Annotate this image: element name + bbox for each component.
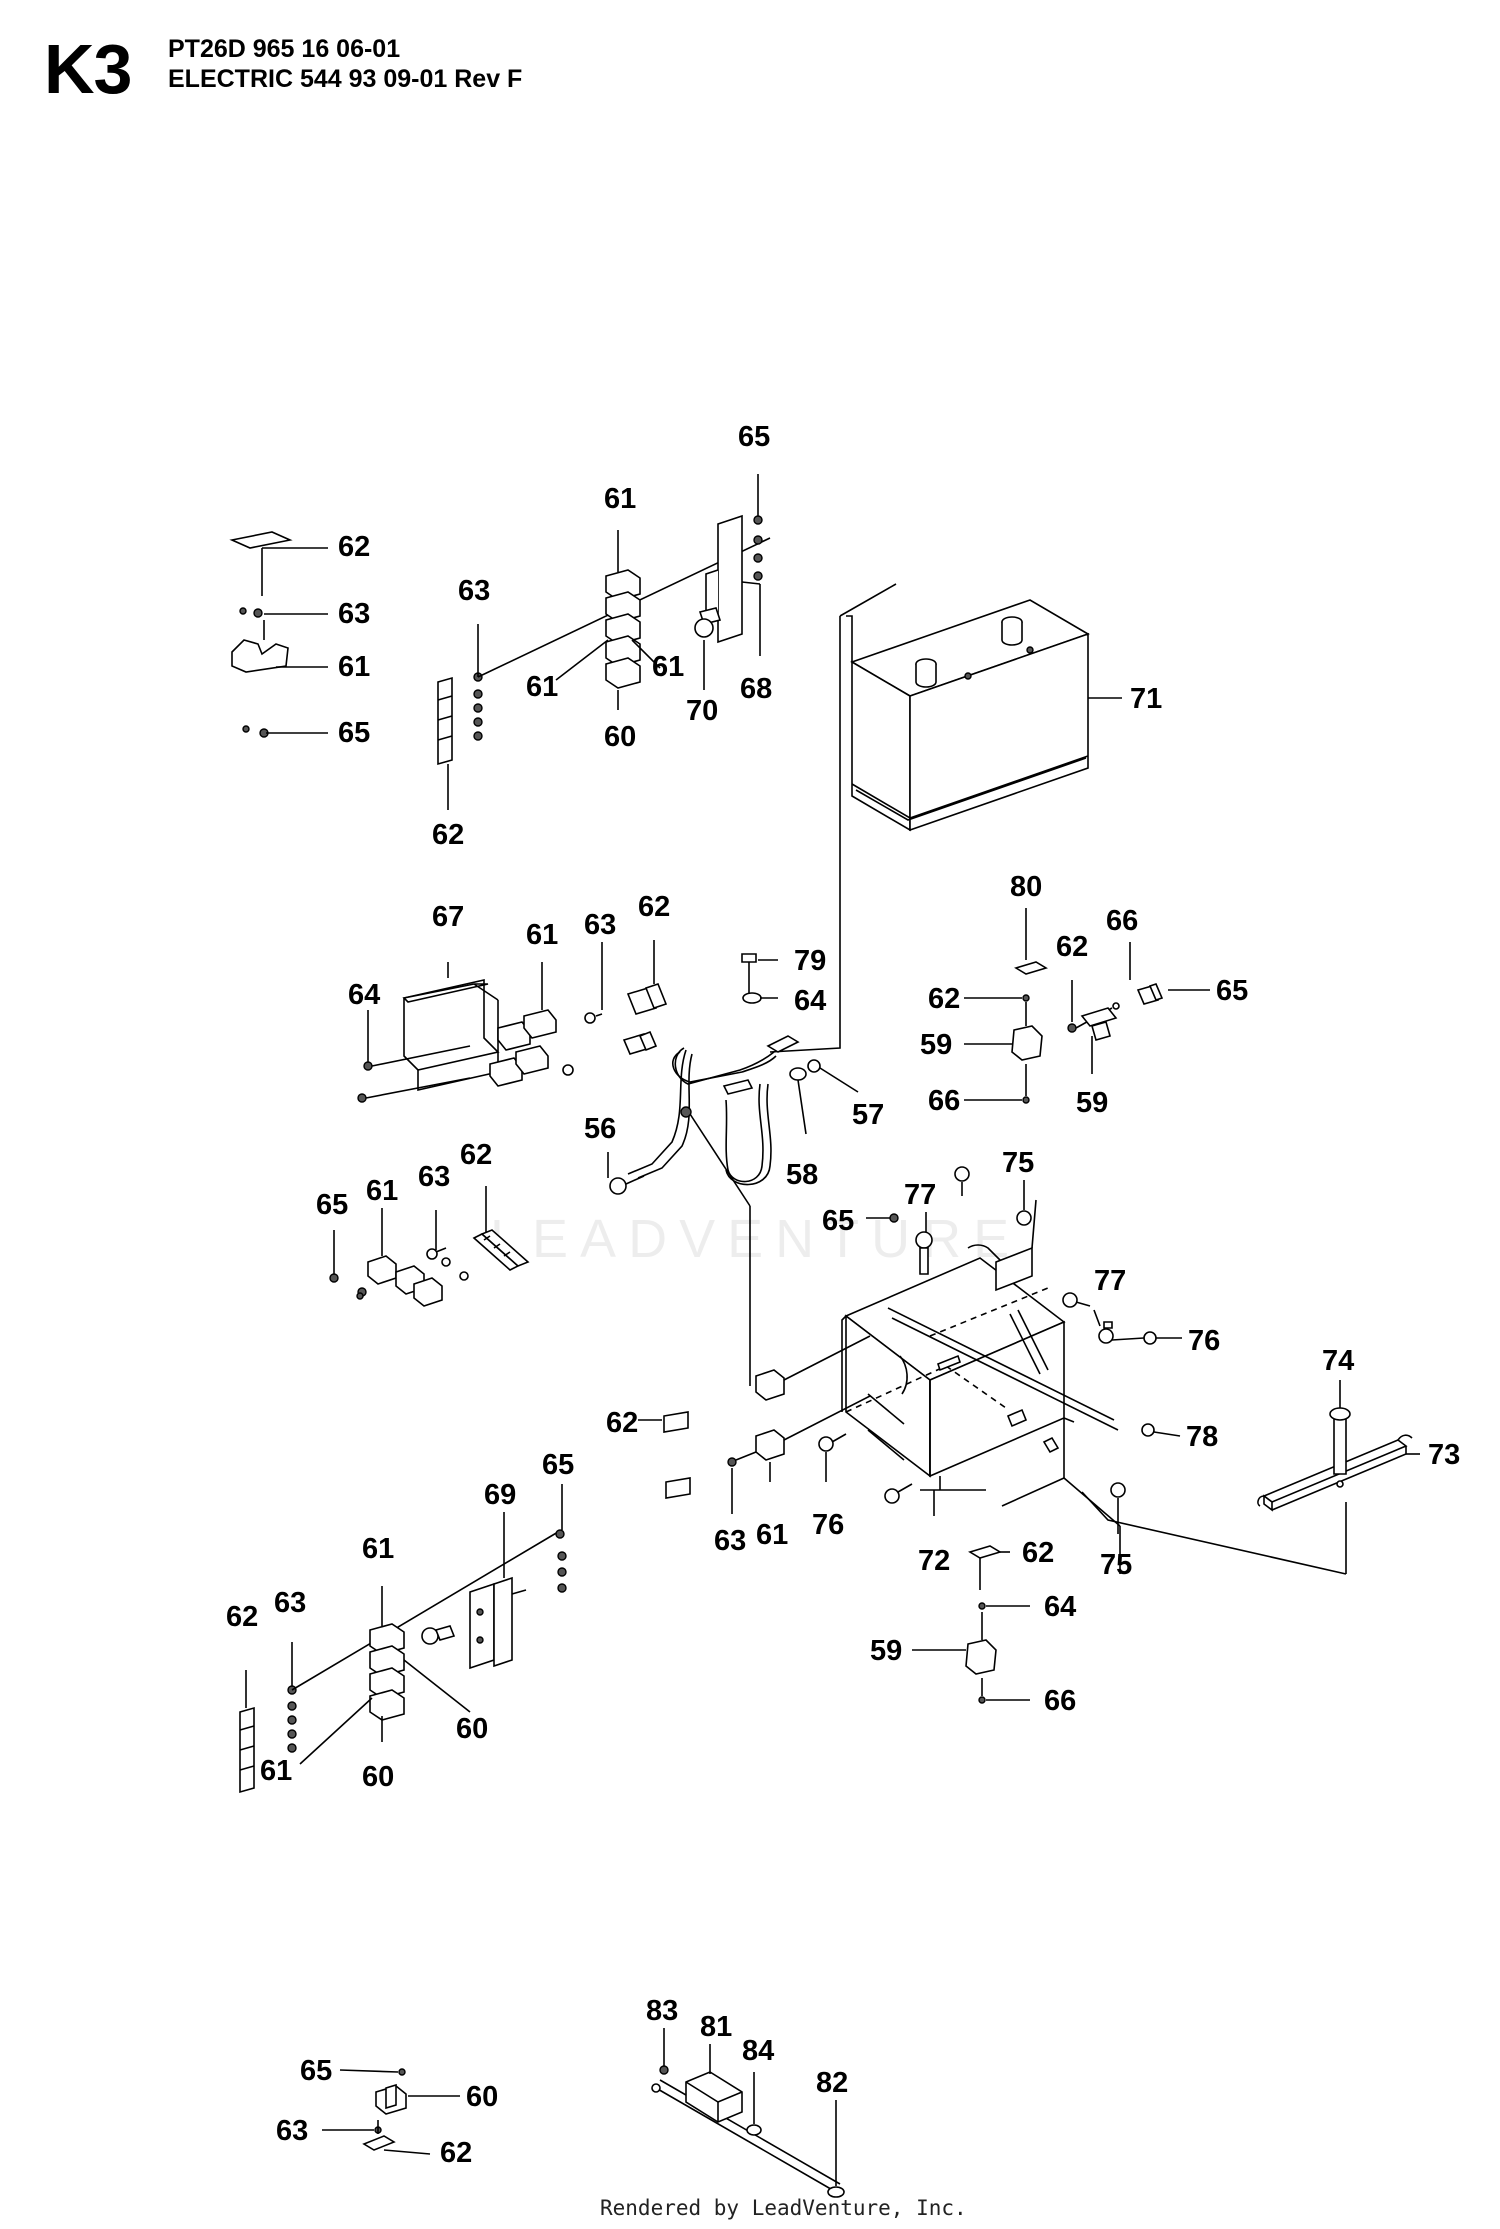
battery-cables (607, 953, 859, 1386)
callout: 65 (822, 1205, 854, 1237)
callout: 75 (1002, 1147, 1034, 1179)
callout: 61 (756, 1519, 788, 1551)
callout: 72 (918, 1545, 950, 1577)
callout: 78 (1186, 1421, 1218, 1453)
callout: 60 (362, 1761, 394, 1793)
callout: 57 (852, 1099, 884, 1131)
footer-credit: Rendered by LeadVenture, Inc. (600, 2196, 967, 2220)
callout: 63 (714, 1525, 746, 1557)
callout: 61 (526, 919, 558, 951)
assembly-line: ELECTRIC 544 93 09-01 Rev F (168, 65, 523, 93)
callout: 76 (1188, 1325, 1220, 1357)
callout: 62 (460, 1139, 492, 1171)
harness-bracket-assembly-lower (239, 1484, 567, 1794)
callout: 59 (870, 1635, 902, 1667)
callout: 65 (338, 717, 370, 749)
callout: 61 (652, 651, 684, 683)
callout: 81 (700, 2011, 732, 2043)
callout: 65 (316, 1189, 348, 1221)
bracket-68 (717, 514, 743, 644)
callout: 66 (928, 1085, 960, 1117)
callout: 61 (338, 651, 370, 683)
clip-assembly-bottom (322, 2068, 460, 2155)
callout: 65 (542, 1449, 574, 1481)
callout: 63 (418, 1161, 450, 1193)
callout: 64 (794, 985, 826, 1017)
callout: 69 (484, 1479, 516, 1511)
callout: 66 (1106, 905, 1138, 937)
callout: 70 (686, 695, 718, 727)
callout: 62 (338, 531, 370, 563)
callout: 63 (584, 909, 616, 941)
callout: 76 (812, 1509, 844, 1541)
callout: 67 (432, 901, 464, 933)
callout: 63 (276, 2115, 308, 2147)
callout: 62 (1056, 931, 1088, 963)
callout: 82 (816, 2067, 848, 2099)
battery-tray-72 (818, 1166, 1182, 1574)
callout: 64 (1044, 1591, 1076, 1623)
callout: 61 (260, 1755, 292, 1787)
callout: 62 (1022, 1537, 1054, 1569)
callout: 60 (456, 1713, 488, 1745)
tray-clamps (638, 1335, 871, 1514)
clip-61-part (231, 639, 289, 673)
callout: 63 (338, 598, 370, 630)
callout: 77 (1094, 1265, 1126, 1297)
callout: 66 (1044, 1685, 1076, 1717)
callout: 71 (1130, 683, 1162, 715)
watermark-text: LEADVENTURE (490, 1209, 1021, 1269)
clip-assembly-right (964, 908, 1210, 1104)
callout: 62 (606, 1407, 638, 1439)
callout: 77 (904, 1179, 936, 1211)
callout: 62 (440, 2137, 472, 2169)
callout: 60 (466, 2081, 498, 2113)
clip-assembly-top-left (229, 531, 328, 738)
callout: 75 (1100, 1549, 1132, 1581)
clip-assembly-lower (912, 1545, 1030, 1704)
callout: 61 (362, 1533, 394, 1565)
callout: 58 (786, 1159, 818, 1191)
callout: 83 (646, 1995, 678, 2027)
connector-assembly-81 (651, 2028, 845, 2198)
callout: 84 (742, 2035, 774, 2067)
callout: 63 (274, 1587, 306, 1619)
callout: 68 (740, 673, 772, 705)
callout: 60 (604, 721, 636, 753)
bracket-67-assembly (357, 940, 668, 1103)
callout: 62 (432, 819, 464, 851)
harness-bracket-assembly-top (437, 474, 771, 810)
callout: 65 (1216, 975, 1248, 1007)
page-code: K3 (44, 30, 132, 108)
callout: 80 (1010, 871, 1042, 903)
callout: 79 (794, 945, 826, 977)
callout: 64 (348, 979, 380, 1011)
battery-71 (769, 583, 1122, 1053)
callout: 74 (1322, 1345, 1354, 1377)
callout: 59 (1076, 1087, 1108, 1119)
callout: 65 (738, 421, 770, 453)
callout: 56 (584, 1113, 616, 1145)
callout: 73 (1428, 1439, 1460, 1471)
callout: 61 (366, 1175, 398, 1207)
callout: 59 (920, 1029, 952, 1061)
callout-labels: 65 61 62 63 63 61 61 61 68 70 60 71 65 6… (226, 421, 1460, 2169)
callout: 63 (458, 575, 490, 607)
label-62-part (229, 531, 293, 549)
callout: 62 (638, 891, 670, 923)
hold-down-73 (1081, 1380, 1420, 1575)
cover-strip-62 (437, 676, 453, 766)
callout: 61 (526, 671, 558, 703)
callout: 62 (928, 983, 960, 1015)
callout: 62 (226, 1601, 258, 1633)
callout: 65 (300, 2055, 332, 2087)
model-line: PT26D 965 16 06-01 (168, 35, 401, 63)
clip-cluster-left (329, 1186, 530, 1307)
callout: 61 (604, 483, 636, 515)
